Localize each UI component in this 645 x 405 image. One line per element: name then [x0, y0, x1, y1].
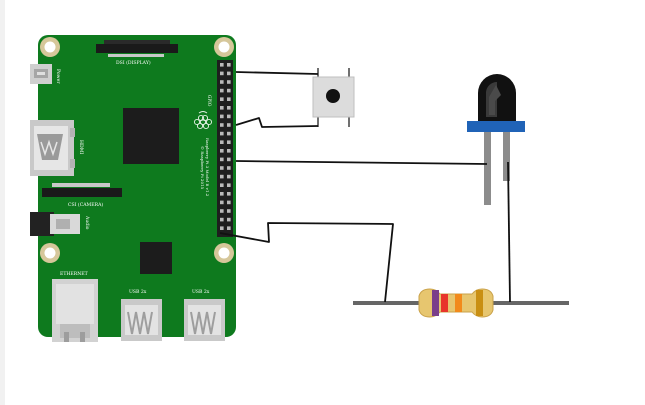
wire-gpio-to-button-bottom [235, 117, 319, 128]
resistor-band [455, 294, 462, 312]
resistor-bands [432, 290, 483, 316]
led-leg-long [484, 129, 491, 205]
gpio-pin [227, 131, 231, 136]
power-label: Power [55, 69, 61, 84]
gpio-pin [220, 149, 224, 153]
gpio-pin [220, 71, 224, 76]
gpio-pin [227, 226, 231, 230]
gpio-pin [220, 166, 224, 170]
gpio-pin [220, 123, 224, 127]
gpio-pin [220, 174, 224, 179]
button-cap [326, 89, 340, 103]
gpio-pin [220, 97, 224, 101]
mounting-holes [40, 37, 234, 263]
csi-label: CSI (CAMERA) [68, 201, 103, 208]
lan-chip [140, 242, 172, 274]
csi-camera-connector: CSI (CAMERA) [42, 183, 122, 208]
gpio-pin [227, 166, 231, 170]
led-leg-short [503, 129, 510, 181]
gpio-label: GPIO [207, 95, 212, 107]
gpio-pin [227, 183, 231, 187]
board-copyright: © Raspberry Pi 2015 [200, 146, 205, 190]
led-collar [467, 121, 525, 132]
gpio-pin [227, 157, 231, 162]
usb-port-right: USB 2x [184, 289, 225, 341]
gpio-pin [220, 131, 224, 136]
gpio-pin [227, 217, 231, 222]
gpio-pin [220, 192, 224, 196]
gpio-header [217, 60, 233, 237]
gpio-pin [220, 183, 224, 187]
dsi-label: DSI (DISPLAY) [116, 59, 151, 66]
wires [219, 71, 511, 303]
dsi-display-connector: DSI (DISPLAY) [96, 40, 178, 66]
left-margin-strip [0, 0, 5, 405]
gpio-pin [227, 106, 231, 110]
raspberry-pi-board: DSI (DISPLAY) Power HDMI [30, 35, 236, 342]
gpio-pin [227, 97, 231, 101]
gpio-pin [220, 226, 224, 230]
usb-port-left: USB 2x [121, 289, 162, 341]
infrared-led [467, 74, 525, 205]
resistor-band [432, 290, 439, 316]
gpio-pin [220, 217, 224, 222]
gpio-pin [227, 63, 231, 67]
soc-chip [123, 108, 179, 164]
resistor [353, 288, 569, 318]
gpio-pin [227, 192, 231, 196]
audio-jack: Audio [30, 212, 90, 236]
hdmi-port: HDMI [30, 120, 84, 176]
wire-led-to-resistor [507, 161, 511, 303]
resistor-band [476, 290, 483, 316]
gpio-pin [220, 200, 224, 205]
resistor-band [441, 294, 448, 312]
usb-left-label: USB 2x [129, 289, 147, 295]
gpio-pin [227, 88, 231, 93]
gpio-pin [227, 209, 231, 213]
wire-gpio-to-led [235, 160, 488, 165]
raspberry-logo [193, 111, 213, 130]
gpio-pin [220, 114, 224, 119]
wire-gpio-to-resistor [219, 222, 394, 303]
pcb [38, 35, 236, 337]
gpio-pin [227, 174, 231, 179]
hdmi-label: HDMI [78, 140, 84, 154]
usb-right-label: USB 2x [192, 289, 210, 295]
audio-label: Audio [84, 215, 90, 230]
ethernet-port: ETHERNET [52, 271, 98, 342]
gpio-pin [220, 140, 224, 144]
gpio-pin [220, 80, 224, 84]
gpio-pin [227, 71, 231, 76]
gpio-pin [227, 200, 231, 205]
push-button [312, 68, 355, 127]
gpio-pin [220, 63, 224, 67]
power-port: Power [30, 64, 61, 84]
gpio-pin [220, 106, 224, 110]
gpio-pin [227, 140, 231, 144]
gpio-pin [227, 114, 231, 119]
wire-gpio-to-button-top [235, 71, 319, 75]
gpio-pin [227, 80, 231, 84]
board-name: Raspberry Pi 3 Model B v1.2 [205, 138, 210, 197]
gpio-pin [220, 157, 224, 162]
gpio-pin [227, 123, 231, 127]
gpio-pin [220, 88, 224, 93]
gpio-pin [220, 209, 224, 213]
ethernet-label: ETHERNET [60, 271, 89, 277]
gpio-pin [227, 149, 231, 153]
